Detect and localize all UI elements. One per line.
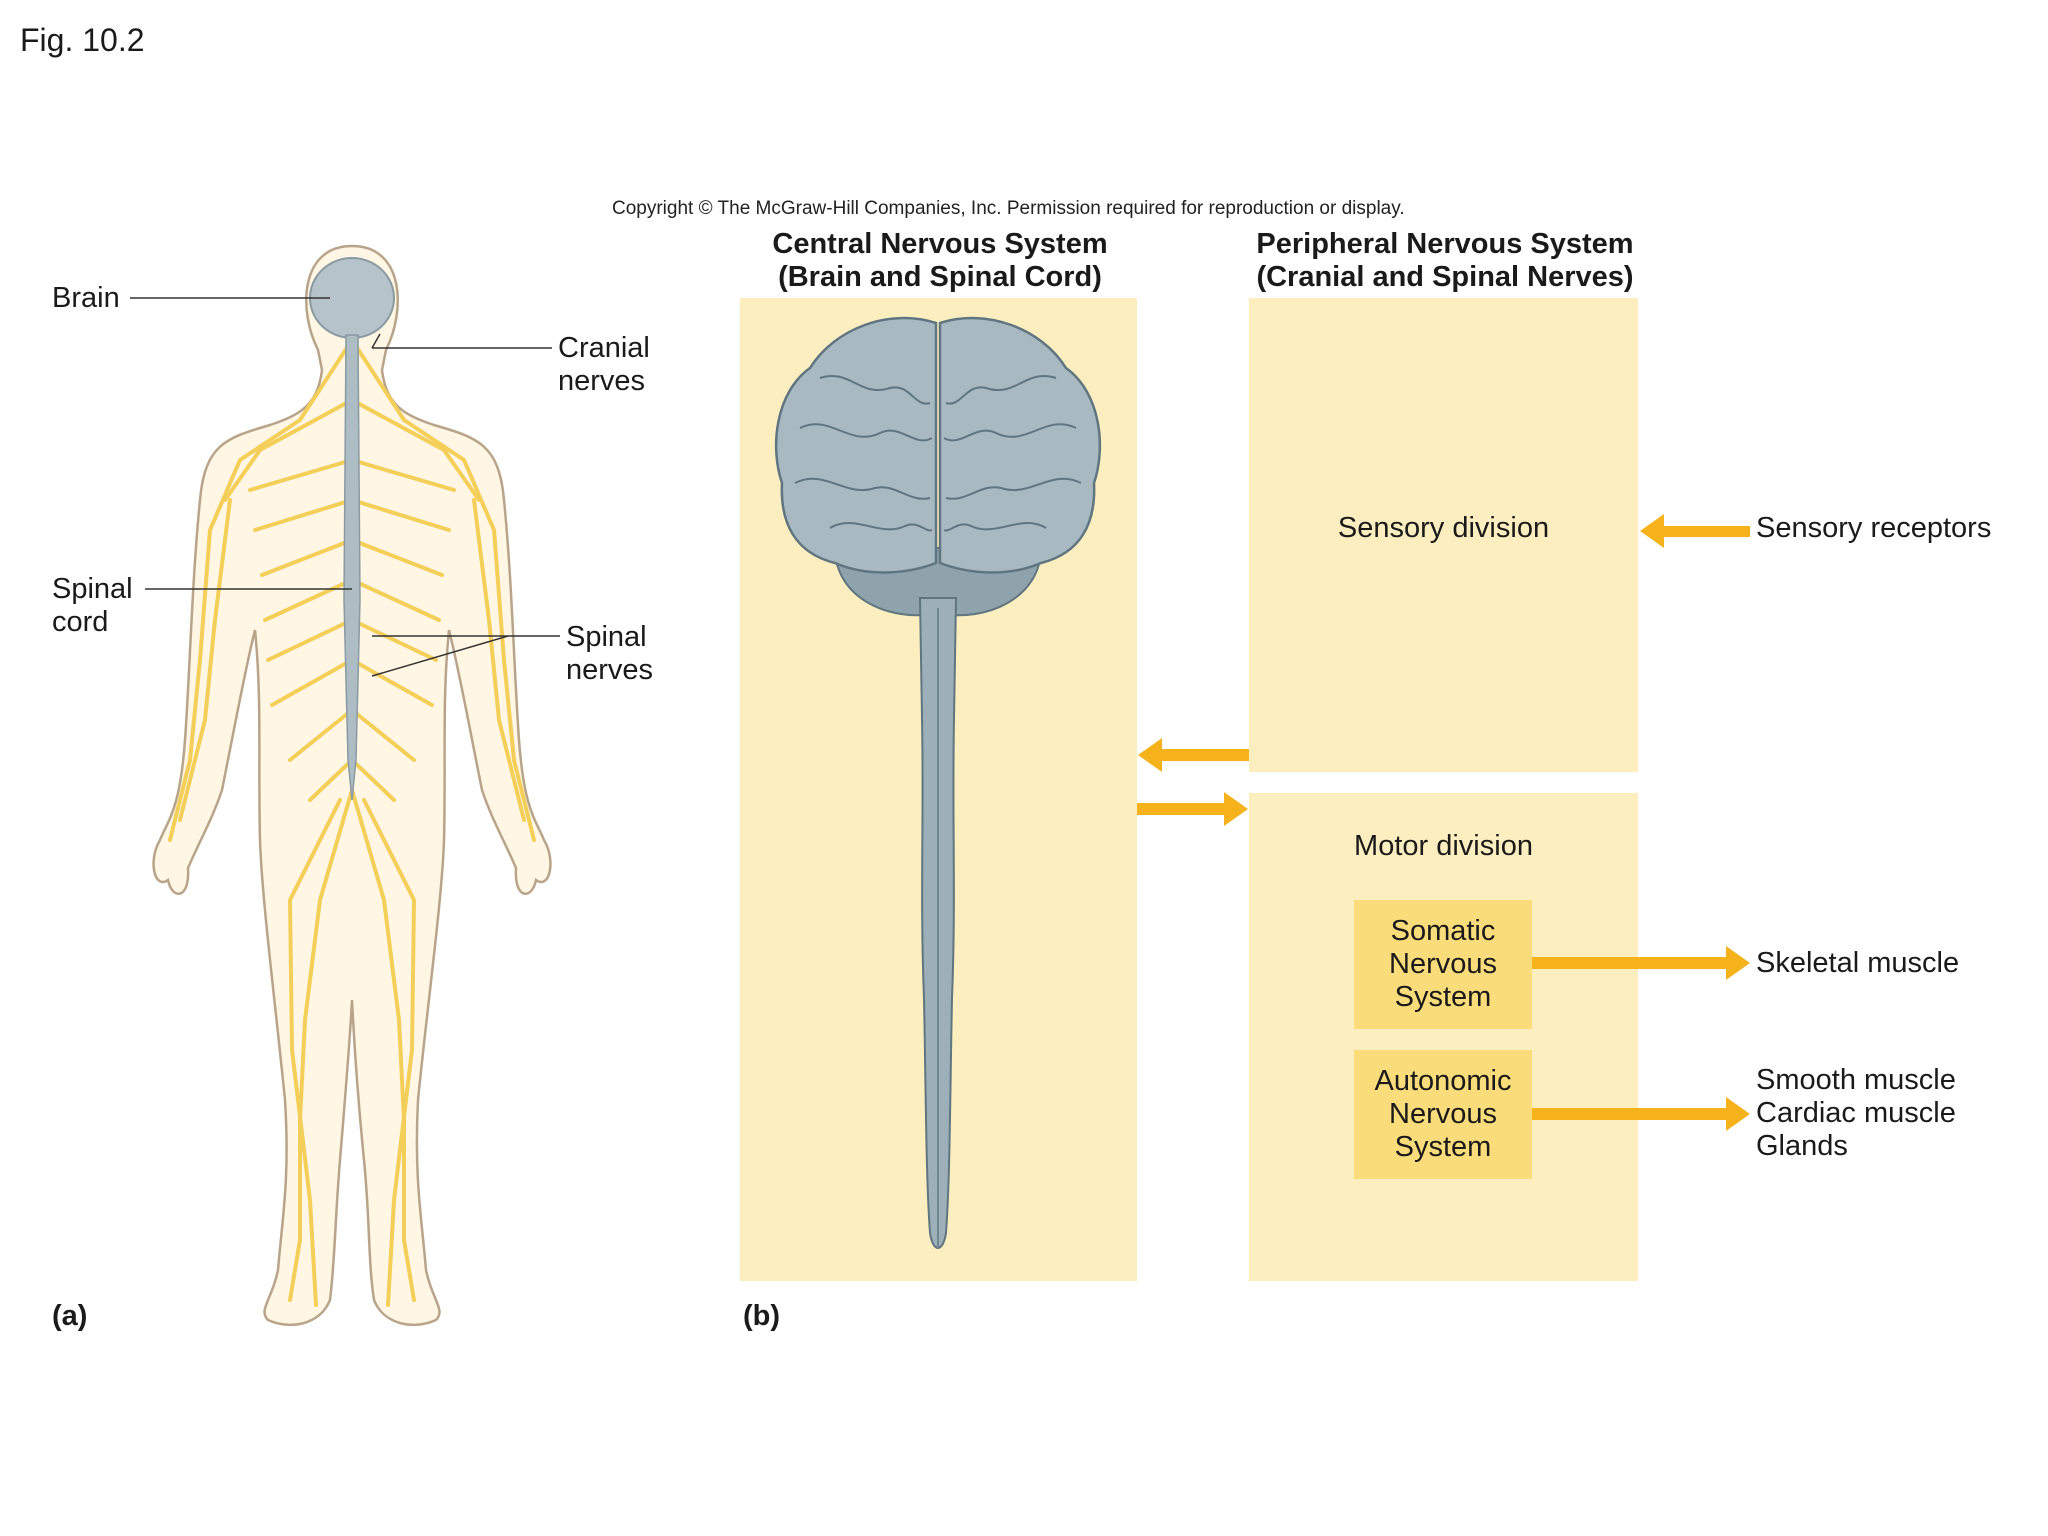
cns-brain-left-hemisphere xyxy=(774,316,938,574)
somatic-line1: Somatic xyxy=(1390,915,1496,947)
label-spinal-cord-line2: cord xyxy=(52,606,109,638)
copyright-notice: Copyright © The McGraw-Hill Companies, I… xyxy=(612,198,1405,219)
somatic-line3: System xyxy=(1394,981,1492,1013)
arrow-sensory-to-cns xyxy=(1138,738,1249,772)
body-spinal-cord xyxy=(343,334,361,801)
label-spinal-cord: Spinal cord xyxy=(52,573,133,639)
label-cranial-nerves: Cranial nerves xyxy=(558,332,650,398)
effector-smooth-muscle: Smooth muscle xyxy=(1756,1064,1956,1096)
cns-brain-gyri xyxy=(794,375,1082,532)
part-label-a: (a) xyxy=(52,1300,88,1332)
skeletal-muscle-label: Skeletal muscle xyxy=(1756,947,1960,979)
body-illustration xyxy=(130,244,560,1327)
peripheral-nerves xyxy=(168,338,536,1307)
cns-header-line2: (Brain and Spinal Cord) xyxy=(778,261,1102,293)
cns-header-line1: Central Nervous System xyxy=(772,228,1108,260)
autonomic-line2: Nervous xyxy=(1389,1098,1497,1130)
autonomic-line1: Autonomic xyxy=(1374,1065,1512,1097)
figure-title: Fig. 10.2 xyxy=(20,22,145,58)
pns-header: Peripheral Nervous System (Cranial and S… xyxy=(1240,228,1650,294)
cns-brain-and-cord xyxy=(774,316,1102,1249)
somatic-nervous-system-box: Somatic Nervous System xyxy=(1354,900,1532,1029)
label-cranial-nerves-line2: nerves xyxy=(558,365,646,397)
arrow-cns-to-motor xyxy=(1137,792,1248,826)
autonomic-nervous-system-box: Autonomic Nervous System xyxy=(1354,1050,1532,1179)
autonomic-effectors-label: Smooth muscle Cardiac muscle Glands xyxy=(1756,1064,1956,1163)
label-spinal-nerves-line1: Spinal xyxy=(566,621,647,653)
motor-division-panel xyxy=(1249,793,1638,1281)
leader-lines xyxy=(130,297,560,677)
arrow-somatic-to-skeletal xyxy=(1532,946,1750,980)
arrow-autonomic-to-effectors xyxy=(1532,1097,1750,1131)
somatic-line2: Nervous xyxy=(1389,948,1497,980)
effector-glands: Glands xyxy=(1756,1130,1848,1162)
part-label-b: (b) xyxy=(743,1300,781,1332)
sensory-division-label: Sensory division xyxy=(1337,512,1550,544)
sensory-division-panel xyxy=(1249,298,1638,772)
label-brain: Brain xyxy=(52,282,120,314)
label-spinal-cord-line1: Spinal xyxy=(52,573,133,605)
label-spinal-nerves-line2: nerves xyxy=(566,654,654,686)
effector-cardiac-muscle: Cardiac muscle xyxy=(1756,1097,1956,1129)
arrow-receptors-to-sensory xyxy=(1640,514,1750,548)
label-spinal-nerves: Spinal nerves xyxy=(566,621,653,687)
cns-brain-right-hemisphere xyxy=(938,316,1102,574)
pns-header-line2: (Cranial and Spinal Nerves) xyxy=(1256,261,1634,293)
label-cranial-nerves-line1: Cranial xyxy=(558,332,650,364)
cns-header: Central Nervous System (Brain and Spinal… xyxy=(740,228,1140,294)
motor-division-label: Motor division xyxy=(1354,830,1533,862)
pns-header-line1: Peripheral Nervous System xyxy=(1256,228,1634,260)
sensory-receptors-label: Sensory receptors xyxy=(1756,512,1992,544)
autonomic-line3: System xyxy=(1394,1131,1492,1163)
